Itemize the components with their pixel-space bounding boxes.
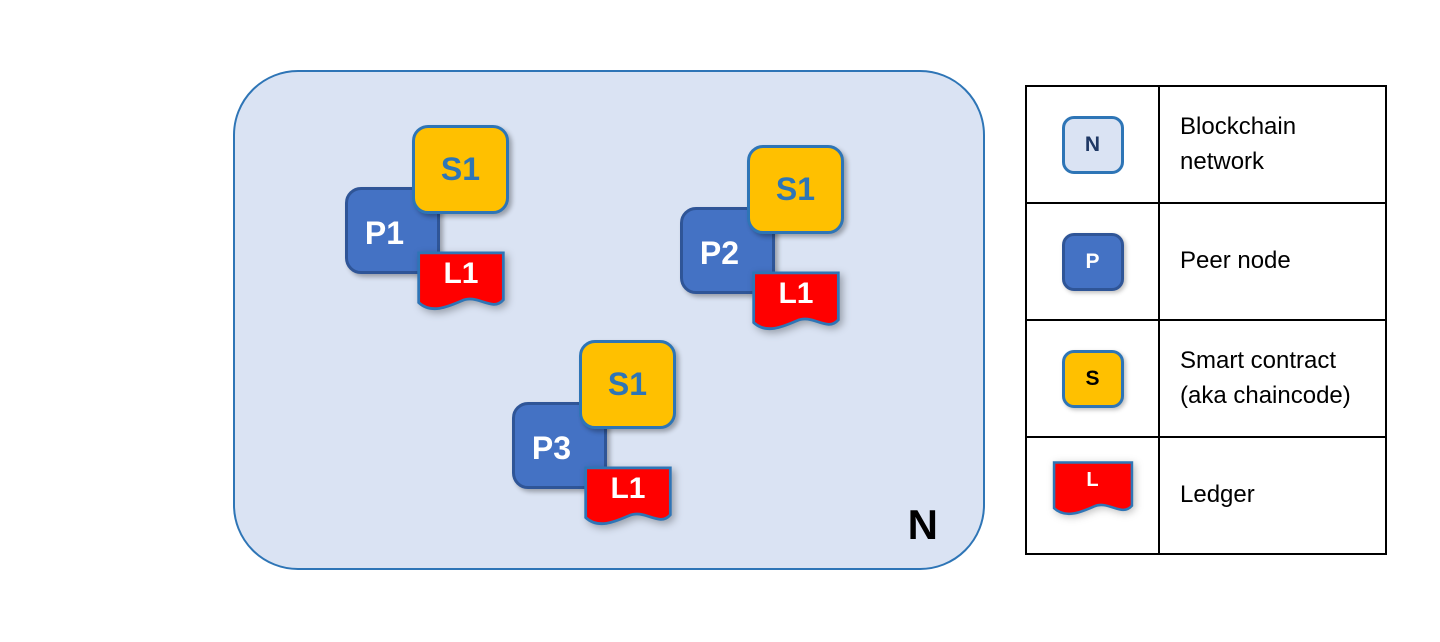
peer-cluster-2: P2 S1 L1 <box>680 145 850 345</box>
ledger-label: L1 <box>610 472 646 505</box>
contract-label: S1 <box>607 366 648 402</box>
network-icon: N <box>1061 115 1124 174</box>
ledger-label: L1 <box>778 277 814 310</box>
peer-cluster-3: P3 S1 L1 <box>512 340 682 540</box>
ledger-l1-of-p1: L1 <box>415 249 507 323</box>
smart-contract-s1-of-p3: S1 <box>579 340 676 429</box>
network-icon-letter: N <box>1084 132 1101 156</box>
legend-label-peer: Peer node <box>1158 202 1387 321</box>
ledger-flag-icon <box>417 251 505 311</box>
peer-label: P2 <box>699 235 740 271</box>
legend-row-contract: S Smart contract (aka chaincode) <box>1025 319 1387 438</box>
smart-contract-s1-of-p1: S1 <box>412 125 509 214</box>
legend-table: N Blockchain network P Peer node S Smart… <box>1025 85 1387 555</box>
peer-cluster-1: P1 S1 L1 <box>345 125 515 325</box>
blockchain-network: P1 S1 L1 P2 S1 L1 P3 S <box>233 70 985 570</box>
legend-row-ledger: L Ledger <box>1025 436 1387 555</box>
ledger-label: L1 <box>443 257 479 290</box>
smart-contract-s1-of-p2: S1 <box>747 145 844 234</box>
contract-label: S1 <box>775 171 816 207</box>
legend-row-peer: P Peer node <box>1025 202 1387 321</box>
ledger-flag-icon <box>752 271 840 331</box>
ledger-icon-letter: L <box>1086 469 1099 491</box>
ledger-icon: L <box>1050 460 1136 526</box>
contract-label: S1 <box>440 151 481 187</box>
peer-icon-letter: P <box>1085 249 1100 273</box>
legend-label-ledger: Ledger <box>1158 436 1387 555</box>
smart-contract-icon: S <box>1061 349 1124 408</box>
ledger-flag-icon <box>1052 461 1133 516</box>
smart-contract-icon-letter: S <box>1085 366 1100 390</box>
legend-label-network: Blockchain network <box>1158 85 1387 204</box>
legend-row-network: N Blockchain network <box>1025 85 1387 204</box>
peer-icon: P <box>1061 232 1124 291</box>
ledger-l1-of-p2: L1 <box>750 269 842 343</box>
legend-label-contract: Smart contract (aka chaincode) <box>1158 319 1387 438</box>
peer-label: P3 <box>531 430 572 466</box>
peer-label: P1 <box>364 215 405 251</box>
network-label: N <box>907 501 938 548</box>
ledger-flag-icon <box>584 466 672 526</box>
ledger-l1-of-p3: L1 <box>582 464 674 538</box>
